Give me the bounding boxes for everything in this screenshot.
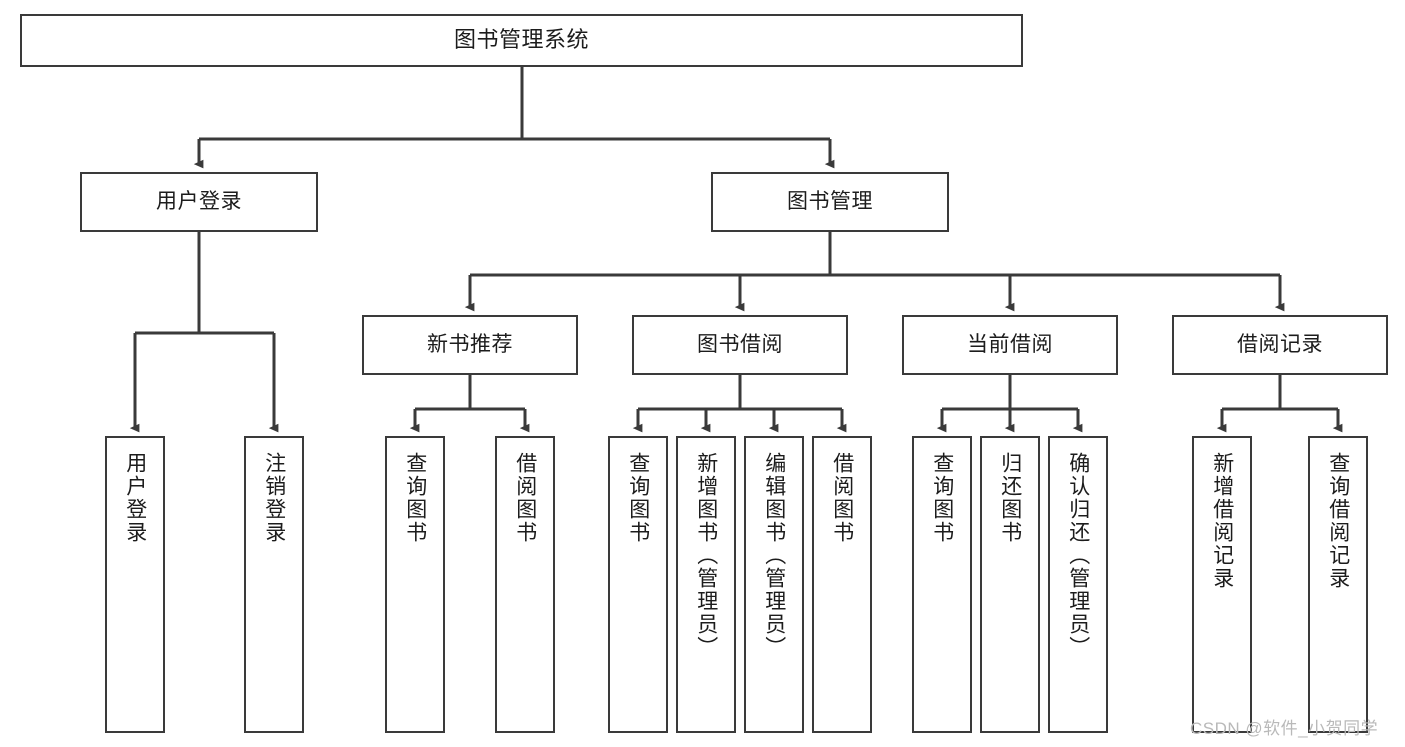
csdn-watermark: CSDN @软件_小贺同学 — [1190, 719, 1379, 738]
node-label: 注销登录 — [262, 452, 286, 544]
node-label: 查询图书 — [930, 452, 954, 544]
node-label: 借阅图书 — [513, 452, 537, 544]
leaf-current-borrow-return[interactable]: 归还图书 — [980, 436, 1040, 733]
node-label: 归还图书 — [998, 452, 1022, 544]
node-current-borrow[interactable]: 当前借阅 — [902, 315, 1118, 375]
node-book-borrow[interactable]: 图书借阅 — [632, 315, 848, 375]
node-book-management[interactable]: 图书管理 — [711, 172, 949, 232]
node-label: 借阅图书 — [830, 452, 854, 544]
leaf-user-login-logout[interactable]: 注销登录 — [244, 436, 304, 733]
node-label: 当前借阅 — [967, 333, 1053, 357]
leaf-borrow-record-query[interactable]: 查询借阅记录 — [1308, 436, 1368, 733]
node-label: 新书推荐 — [427, 333, 513, 357]
node-borrow-record[interactable]: 借阅记录 — [1172, 315, 1388, 375]
node-root-book-management-system[interactable]: 图书管理系统 — [20, 14, 1023, 67]
leaf-borrow-record-add[interactable]: 新增借阅记录 — [1192, 436, 1252, 733]
node-label: 查询借阅记录 — [1326, 452, 1350, 590]
leaf-user-login-login[interactable]: 用户登录 — [105, 436, 165, 733]
node-label: 新增借阅记录 — [1210, 452, 1234, 590]
leaf-book-borrow-query[interactable]: 查询图书 — [608, 436, 668, 733]
leaf-new-book-borrow[interactable]: 借阅图书 — [495, 436, 555, 733]
leaf-book-borrow-borrow[interactable]: 借阅图书 — [812, 436, 872, 733]
leaf-new-book-query[interactable]: 查询图书 — [385, 436, 445, 733]
node-label: 图书管理 — [787, 190, 873, 214]
node-label: 确认归还（管理员） — [1066, 452, 1090, 659]
leaf-current-borrow-confirm-return[interactable]: 确认归还（管理员） — [1048, 436, 1108, 733]
node-label: 图书借阅 — [697, 333, 783, 357]
leaf-book-borrow-edit[interactable]: 编辑图书（管理员） — [744, 436, 804, 733]
node-label: 新增图书（管理员） — [694, 452, 718, 659]
node-label: 用户登录 — [123, 452, 147, 544]
node-label: 查询图书 — [626, 452, 650, 544]
node-label: 查询图书 — [403, 452, 427, 544]
node-label: 图书管理系统 — [453, 27, 589, 53]
leaf-current-borrow-query[interactable]: 查询图书 — [912, 436, 972, 733]
node-label: 编辑图书（管理员） — [762, 452, 786, 659]
node-user-login[interactable]: 用户登录 — [80, 172, 318, 232]
node-new-book-recommend[interactable]: 新书推荐 — [362, 315, 578, 375]
node-label: 借阅记录 — [1237, 333, 1323, 357]
node-label: 用户登录 — [156, 190, 242, 214]
leaf-book-borrow-add[interactable]: 新增图书（管理员） — [676, 436, 736, 733]
